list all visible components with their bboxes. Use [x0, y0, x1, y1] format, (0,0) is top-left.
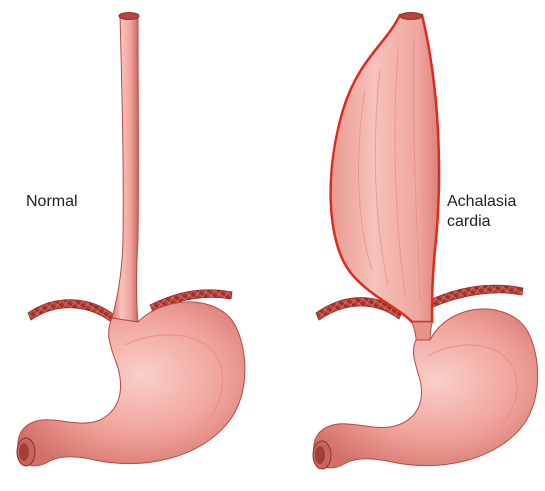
stomach	[18, 302, 245, 466]
achalasia-illustration	[313, 13, 538, 470]
esophagus-opening	[119, 13, 139, 20]
achalasia-label: Achalasia cardia	[447, 192, 516, 232]
narrowed-sphincter	[412, 322, 432, 340]
normal-illustration	[17, 13, 245, 467]
pylorus-lumen	[315, 446, 325, 464]
esophagus-opening	[400, 13, 422, 20]
esophagus	[112, 15, 138, 322]
diaphragm-band-right	[430, 285, 523, 307]
pylorus-lumen	[19, 443, 29, 461]
dilated-esophagus	[331, 15, 439, 322]
achalasia-label-line2: cardia	[447, 212, 516, 232]
diaphragm-band-left	[28, 300, 118, 325]
achalasia-label-line1: Achalasia	[447, 192, 516, 212]
normal-label: Normal	[26, 192, 78, 212]
